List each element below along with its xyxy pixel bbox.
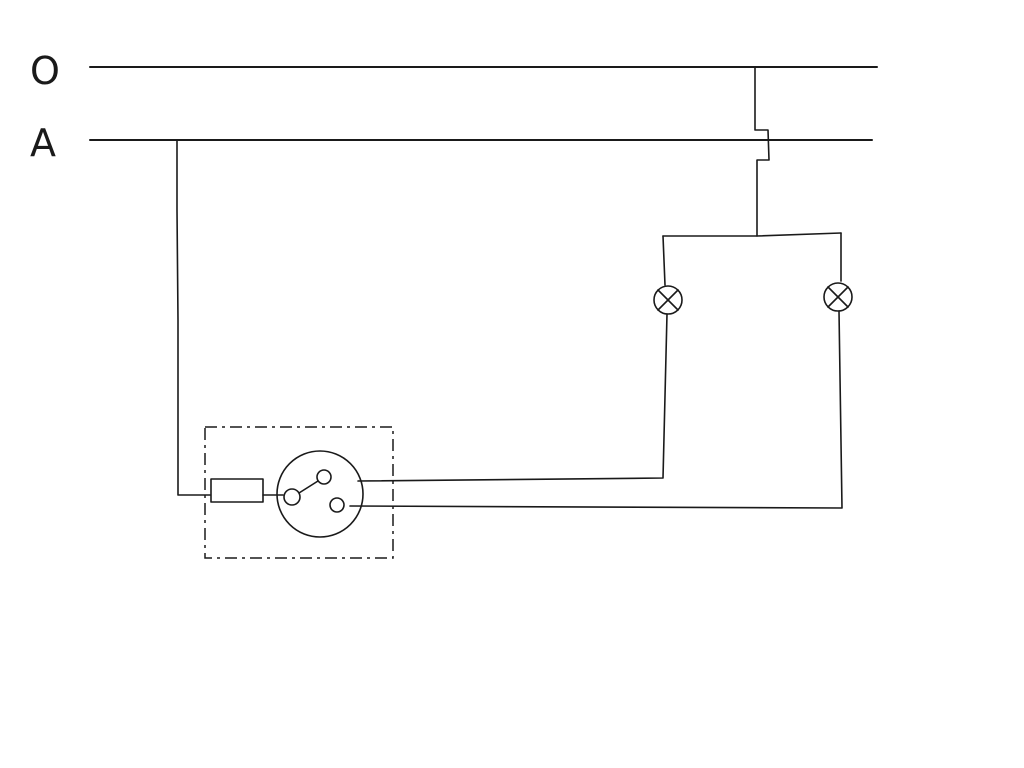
bus-label-a: A: [30, 121, 56, 165]
bus-label-o: O: [30, 49, 60, 93]
rotary-switch: [276, 450, 364, 538]
lamp2-switch-wire: [349, 310, 843, 509]
lamp1-switch-wire: [357, 313, 668, 482]
lamp-common-wire: [662, 232, 842, 237]
switch-enclosure: [204, 426, 394, 559]
lamp-1: [653, 285, 683, 315]
return-wire-hop: [754, 66, 770, 237]
lamp-2: [823, 282, 853, 312]
lamp1-top-wire: [662, 235, 666, 286]
feed-wire-left: [176, 139, 211, 496]
fuse: [210, 478, 264, 503]
